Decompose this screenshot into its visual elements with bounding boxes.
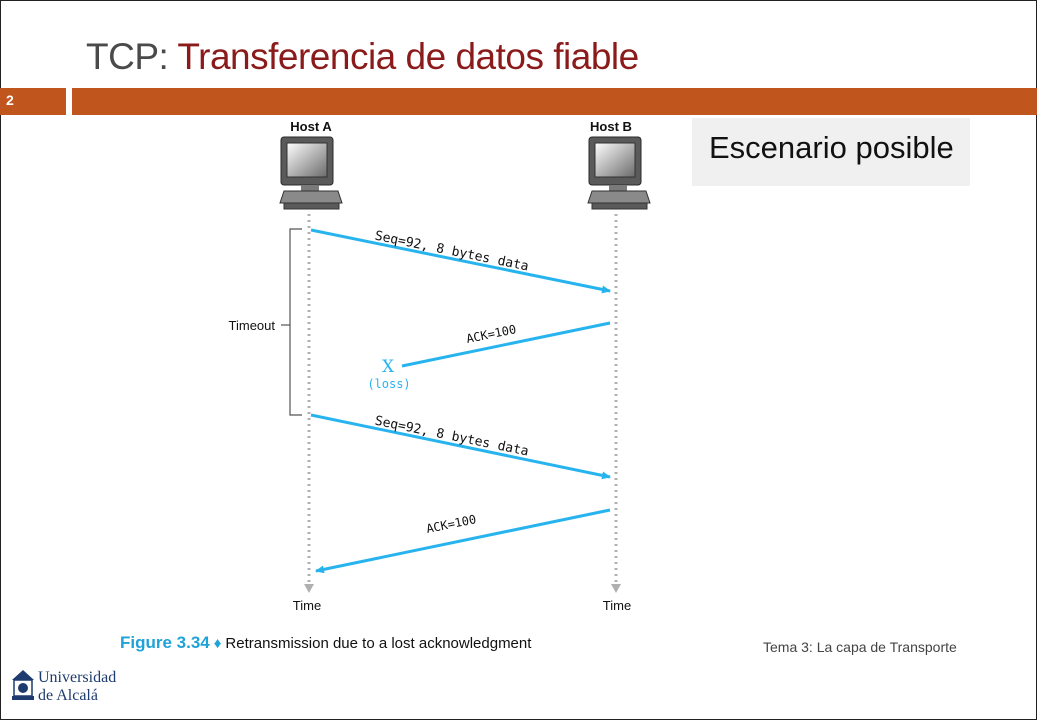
host-b-computer-icon [587, 136, 651, 210]
seq-message-2-label: Seq=92, 8 bytes data [374, 414, 530, 460]
host-a-computer-icon [279, 136, 343, 210]
time-label-b: Time [603, 598, 631, 613]
slide-number-box: 2 [0, 88, 66, 115]
footer-text: Tema 3: La capa de Transporte [763, 639, 957, 655]
time-label-a: Time [293, 598, 321, 613]
scenario-label: Escenario posible [709, 130, 954, 165]
ack-message-2-arrow [315, 508, 611, 574]
university-crest-icon [12, 670, 34, 700]
ack-message-2-label: ACK=100 [425, 512, 477, 536]
ack-message-1-arrow [401, 321, 611, 368]
host-a-label: Host A [290, 119, 332, 134]
scenario-box: Escenario posible [692, 118, 970, 186]
host-b-label: Host B [590, 119, 632, 134]
loss-label: (loss) [367, 377, 410, 391]
university-name-line1: Universidad [38, 669, 117, 686]
figure-caption: Figure 3.34♦Retransmission due to a lost… [120, 633, 531, 653]
title-prefix: TCP: [86, 36, 178, 77]
diamond-icon: ♦ [213, 635, 222, 652]
host-a-time-arrow-icon [304, 584, 314, 593]
figure-number: Figure 3.34 [120, 633, 210, 652]
slide-title: TCP: Transferencia de datos fiable [86, 36, 639, 78]
seq-message-1-label: Seq=92, 8 bytes data [374, 229, 530, 275]
seq-message-1-arrow [310, 228, 611, 294]
timeout-bracket [289, 228, 302, 416]
figure-caption-text: Retransmission due to a lost acknowledgm… [225, 635, 532, 652]
host-b-time-arrow-icon [611, 584, 621, 593]
university-name-line2: de Alcalá [38, 687, 98, 704]
timeout-label: Timeout [229, 318, 276, 333]
seq-message-2-arrow [310, 413, 611, 480]
title-bar [72, 88, 1037, 115]
slide-number: 2 [6, 92, 14, 108]
title-accent: Transferencia de datos fiable [177, 36, 639, 77]
loss-mark-icon: X [382, 357, 395, 377]
university-logo: Universidad de Alcalá [10, 668, 170, 712]
university-name: Universidad de Alcalá [38, 669, 116, 705]
